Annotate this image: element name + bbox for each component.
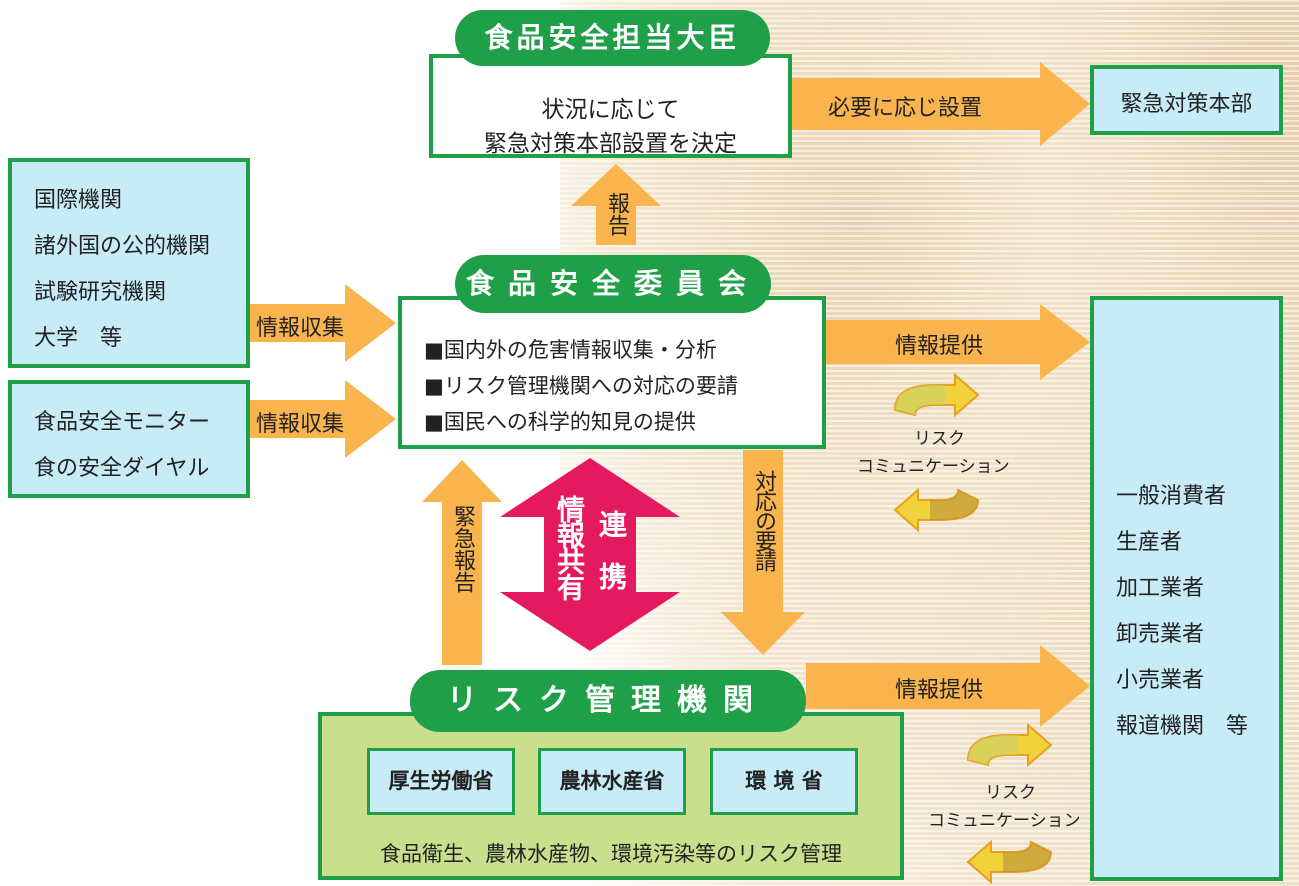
ministry-env: 環 境 省 (710, 748, 858, 815)
emergency-report-arrow (422, 460, 502, 665)
report-label: 報告 (604, 192, 629, 236)
emergency-report-label: 緊急報告 (450, 505, 475, 593)
source-item: 大学 等 (34, 326, 123, 351)
public-item: 加工業者 (1116, 576, 1205, 601)
collect-arrow-1 (250, 284, 396, 362)
risk-comm-2-line2: コミュニケーション (928, 811, 1081, 831)
commission-box: ■国内外の危害情報収集・分析 ■リスク管理機関への対応の要請 ■国民への科学的知… (398, 296, 826, 449)
request-arrow (721, 450, 805, 655)
monitor-item: 食品安全モニター (34, 410, 211, 435)
minister-line-1: 状況に応じて (541, 97, 680, 123)
minister-line-2: 緊急対策本部設置を決定 (484, 131, 737, 157)
risk-mgmt-title: リスク管理機関 (410, 670, 806, 732)
share-double-arrow (500, 458, 680, 651)
public-item: 一般消費者 (1116, 484, 1227, 509)
emergency-hq-label: 緊急対策本部 (1120, 92, 1253, 117)
provide-label-1: 情報提供 (895, 334, 984, 359)
collect-label-1: 情報収集 (256, 316, 345, 341)
as-needed-label: 必要に応じ設置 (828, 96, 983, 121)
risk-comm-1-line2: コミュニケーション (857, 457, 1010, 477)
emergency-hq-box: 緊急対策本部 (1090, 65, 1283, 135)
commission-line-2: ■リスク管理機関への対応の要請 (424, 374, 738, 398)
monitors-box: 食品安全モニター 食の安全ダイヤル (8, 380, 250, 498)
collect-label-2: 情報収集 (256, 412, 345, 437)
collect-arrow-2 (250, 380, 396, 458)
source-item: 国際機関 (34, 188, 123, 213)
sources-box: 国際機関 諸外国の公的機関 試験研究機関 大学 等 (8, 158, 250, 368)
minister-title: 食品安全担当大臣 (455, 10, 770, 66)
commission-line-1: ■国内外の危害情報収集・分析 (424, 338, 717, 362)
public-item: 生産者 (1116, 530, 1183, 555)
minister-box: 状況に応じて 緊急対策本部設置を決定 (429, 54, 792, 158)
risk-comm-1-line1: リスク (914, 429, 965, 449)
public-item: 小売業者 (1116, 668, 1205, 693)
ministry-mhlw: 厚生労働省 (367, 748, 515, 815)
source-item: 試験研究機関 (34, 280, 167, 305)
ministry-maff: 農林水産省 (538, 748, 686, 815)
risk-comm-2-line1: リスク (985, 783, 1036, 803)
risk-comm-swirl-2 (966, 722, 1053, 885)
public-item: 報道機関 等 (1116, 714, 1249, 739)
provide-arrow-1 (826, 304, 1090, 380)
report-arrow (571, 164, 661, 245)
provide-arrow-2 (806, 645, 1090, 727)
provide-label-2: 情報提供 (895, 678, 984, 703)
risk-mgmt-caption: 食品衛生、農林水産物、環境汚染等のリスク管理 (380, 842, 842, 866)
risk-comm-swirl-1 (893, 372, 980, 533)
commission-line-3: ■国民への科学的知見の提供 (424, 410, 696, 434)
request-label: 対応の要請 (751, 470, 776, 570)
share-label: 情報共有 (553, 495, 586, 599)
source-item: 諸外国の公的機関 (34, 234, 211, 259)
cooperation-label: 連携 (595, 510, 628, 614)
public-item: 卸売業者 (1116, 622, 1205, 647)
as-needed-arrow (792, 62, 1090, 146)
monitor-item: 食の安全ダイヤル (34, 456, 210, 481)
risk-mgmt-box: 厚生労働省 農林水産省 環 境 省 食品衛生、農林水産物、環境汚染等のリスク管理 (318, 712, 904, 880)
commission-title: 食品安全委員会 (455, 255, 771, 313)
public-box: 一般消費者 生産者 加工業者 卸売業者 小売業者 報道機関 等 (1090, 296, 1283, 881)
